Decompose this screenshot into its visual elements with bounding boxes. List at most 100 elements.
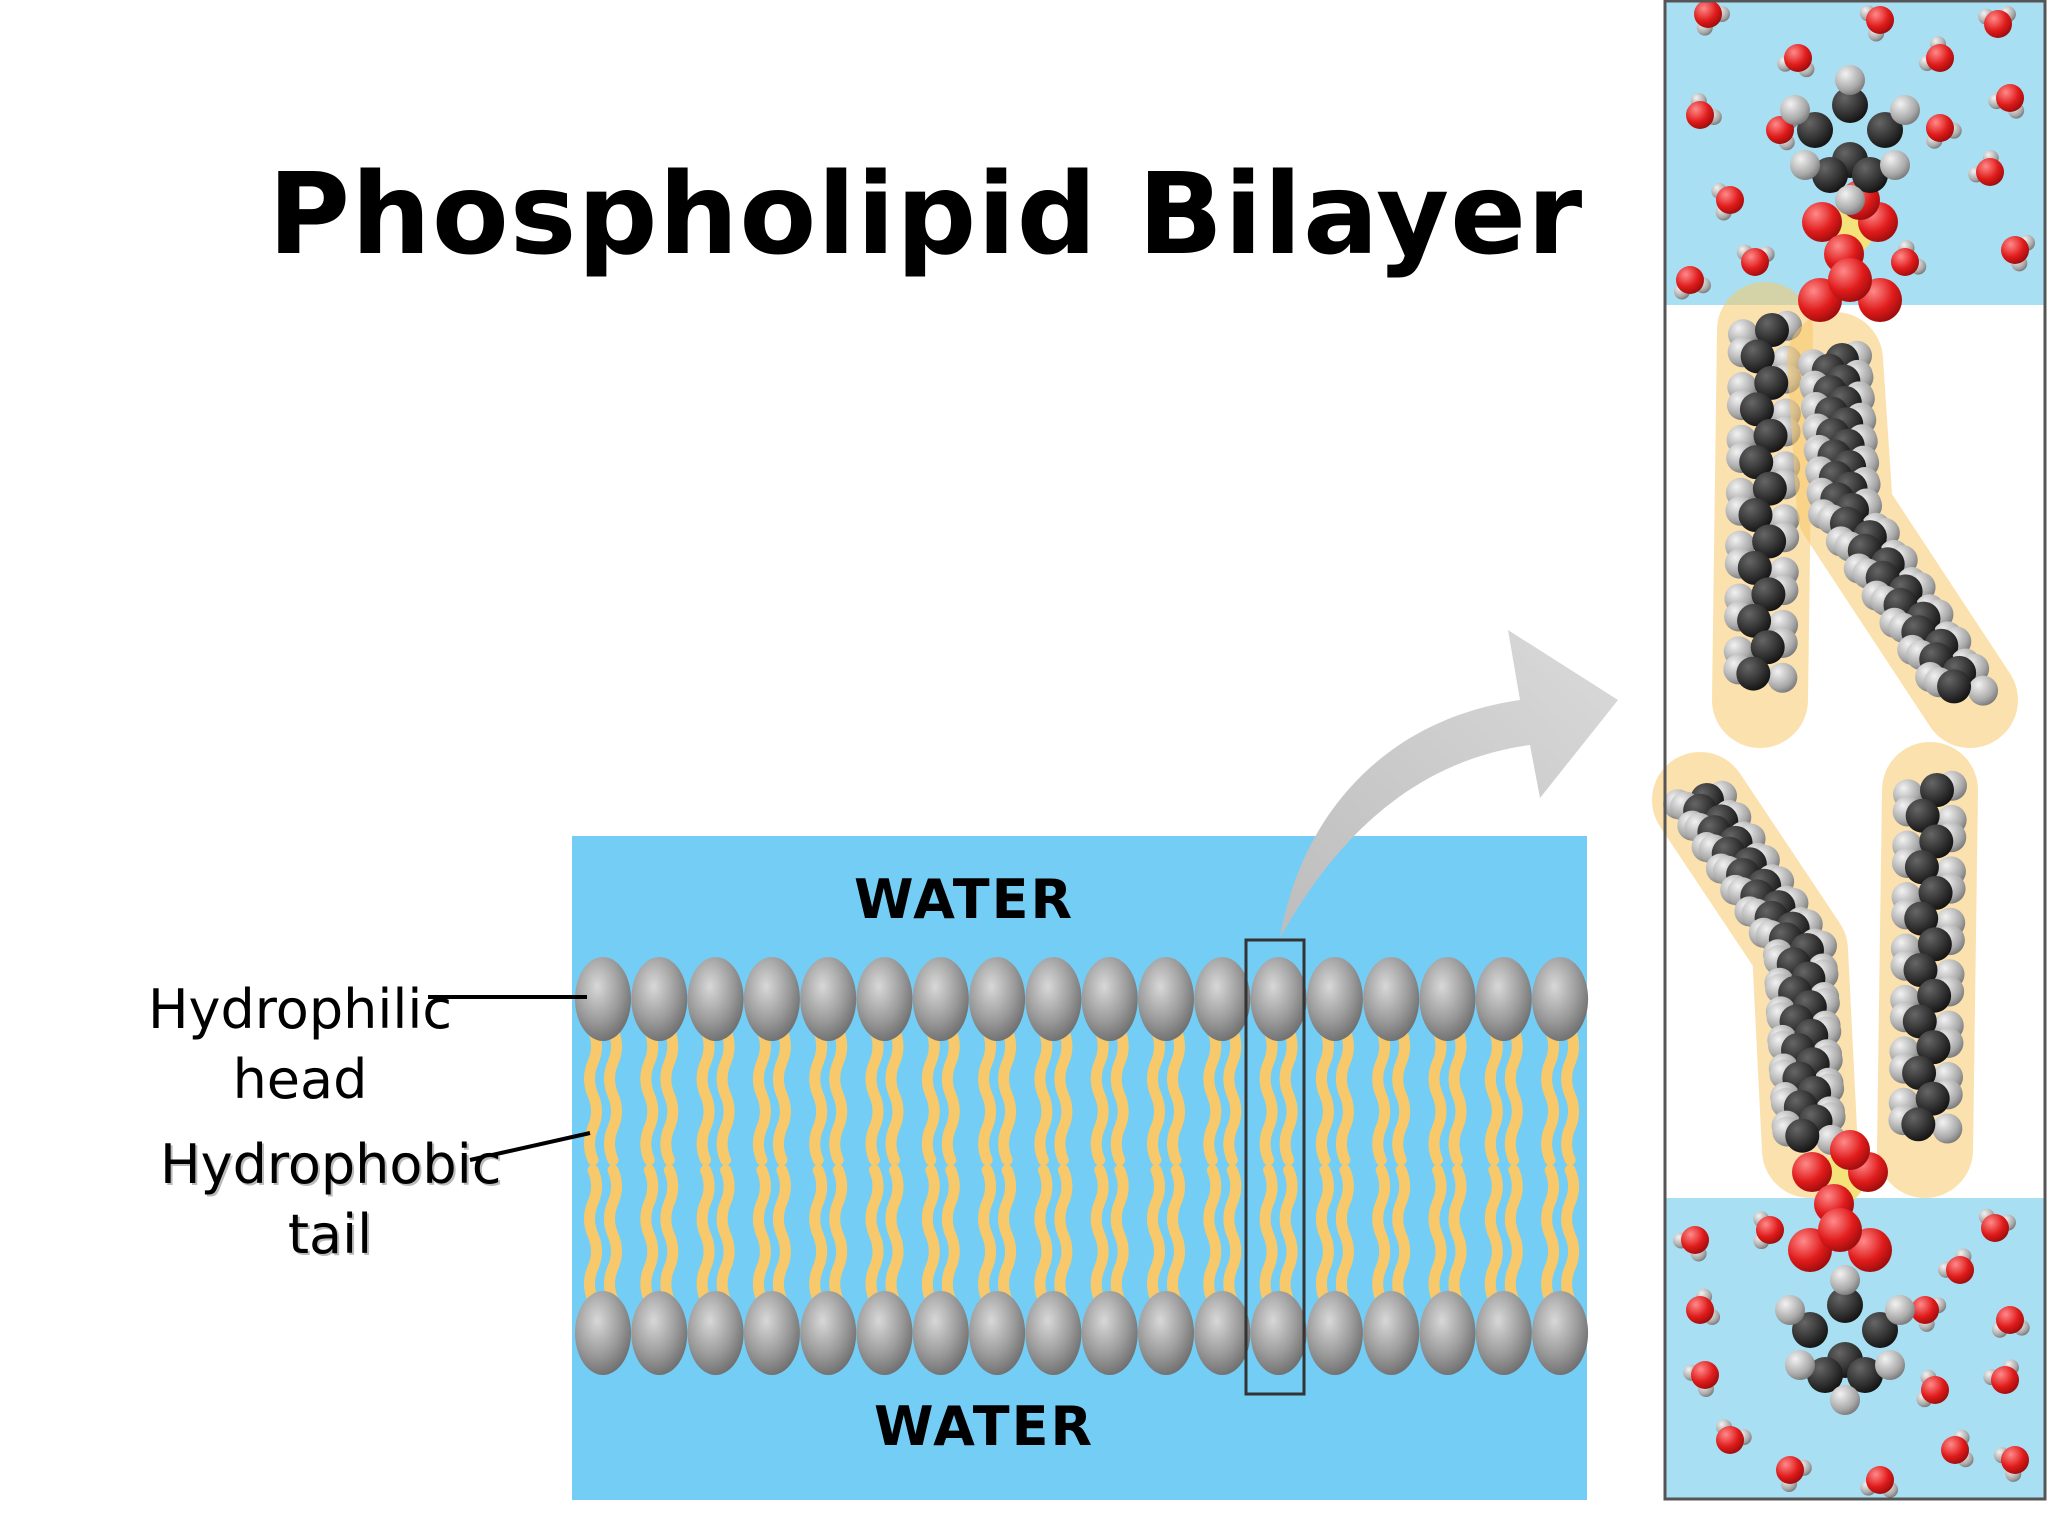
tail-strand [752,1024,771,1166]
oxygen-atom [1941,1436,1969,1464]
tail-strand [1315,1164,1334,1306]
head-top [1194,957,1251,1041]
water-molecule [1968,150,2004,186]
tail-strand [772,1024,791,1166]
tail-strand [1147,1024,1165,1166]
water-molecule [1673,266,1711,300]
carbon-atom [1736,656,1771,691]
tail-strand [1034,1024,1053,1166]
water-molecule [1686,1288,1721,1326]
tail-strand [1054,1164,1073,1306]
tail-strand [1335,1164,1354,1306]
hydrogen-atom [1875,1350,1905,1380]
tail-strand [1372,1164,1391,1306]
carbon-atom [1754,365,1789,400]
head-top [912,957,969,1041]
tail-strand [998,1164,1017,1306]
head-top [1419,957,1476,1041]
hydrogen-atom [1835,65,1865,95]
hydrophilic-head-label: Hydrophilic head [145,975,455,1115]
tail-strand [1279,1024,1298,1166]
hydrogen-atom [1880,150,1910,180]
oxygen-atom [1818,1208,1862,1252]
carbon-atom [1862,1312,1898,1348]
carbon-atom [1902,1004,1937,1039]
oxygen-atom [2001,1446,2029,1474]
water-molecule [1673,1226,1709,1262]
oxygen-atom [1984,10,2012,38]
tail-strand [998,1024,1017,1166]
carbon-atom [1847,1357,1883,1393]
oxygen-atom [1911,1296,1939,1324]
tail-strand [604,1024,622,1166]
head-group-bottom [1788,1130,1892,1272]
carbon-atom [1904,850,1939,885]
hydrophilic-label-line2: head [232,1048,368,1111]
tail-strand [1147,1164,1165,1306]
tail-strand [1259,1024,1278,1166]
water-molecule [1859,5,1894,42]
carbon-atom [1920,773,1954,807]
highlight-box [1244,938,1306,1396]
tail-strand [941,1024,960,1166]
water-molecule [1736,244,1775,276]
tail-strand [1504,1164,1523,1306]
hydrogen-atom [1780,95,1810,125]
water-molecule [1686,93,1722,129]
carbon-atom [1827,1287,1863,1323]
carbon-atom [1752,524,1787,559]
hydrophilic-label-line1: Hydrophilic [147,978,453,1041]
carbon-atom [1812,157,1848,193]
water-molecule [1777,44,1815,78]
carbon-atom [1751,577,1786,612]
tail-strand [584,1024,602,1166]
oxygen-atom [1891,248,1919,276]
fatty-acid-chain [1787,312,2018,748]
carbon-atom [1904,901,1939,936]
carbon-atom [1903,953,1938,987]
fatty-acid-chain [1712,282,1813,748]
tail-strand [978,1164,997,1306]
carbon-atom [1901,1107,1936,1142]
tail-strand [1034,1164,1053,1306]
water-molecule [1938,1248,1974,1284]
head-top [1025,957,1082,1041]
carbon-atom [1918,875,1953,910]
head-bottom [1194,1291,1251,1375]
tail-strand [1392,1164,1411,1306]
water-molecule [1683,1361,1719,1397]
zoom-arrow [1280,630,1618,938]
head-bottom [1475,1291,1532,1375]
tail-strand [640,1024,659,1166]
oxygen-atom [1926,114,1954,142]
oxygen-atom [1866,6,1894,34]
tail-strand [1090,1164,1109,1306]
water-molecule [1916,1369,1949,1408]
water-molecule [1978,1208,2016,1242]
carbon-atom [1739,445,1774,480]
oxygen-atom [1776,1456,1804,1484]
oxygen-atom [1694,0,1722,28]
tail-strand [1335,1024,1354,1166]
tail-strand [865,1164,884,1306]
tail-strand [1223,1164,1242,1306]
tail-strand [660,1164,679,1306]
head-bottom [687,1291,744,1375]
hydrophobic-pointer-line [469,1131,591,1162]
choline-bottom [1775,1265,1915,1415]
hydrogen-atom [1790,150,1820,180]
water-molecule [1983,1359,2019,1394]
head-top [1081,957,1138,1041]
tail-strand [1484,1024,1503,1166]
lipid-molecules [1652,65,2018,1415]
head-bottom [1081,1291,1138,1375]
water-bottom-label: WATER [874,1395,1095,1458]
carbon-atom [1919,824,1954,859]
head-bottom [1138,1291,1194,1375]
oxygen-atom [1926,44,1954,72]
membrane-panel [572,836,1589,1500]
head-top [1532,957,1589,1041]
tail-strand [1203,1024,1222,1166]
hydrogen-atom [1835,185,1865,215]
